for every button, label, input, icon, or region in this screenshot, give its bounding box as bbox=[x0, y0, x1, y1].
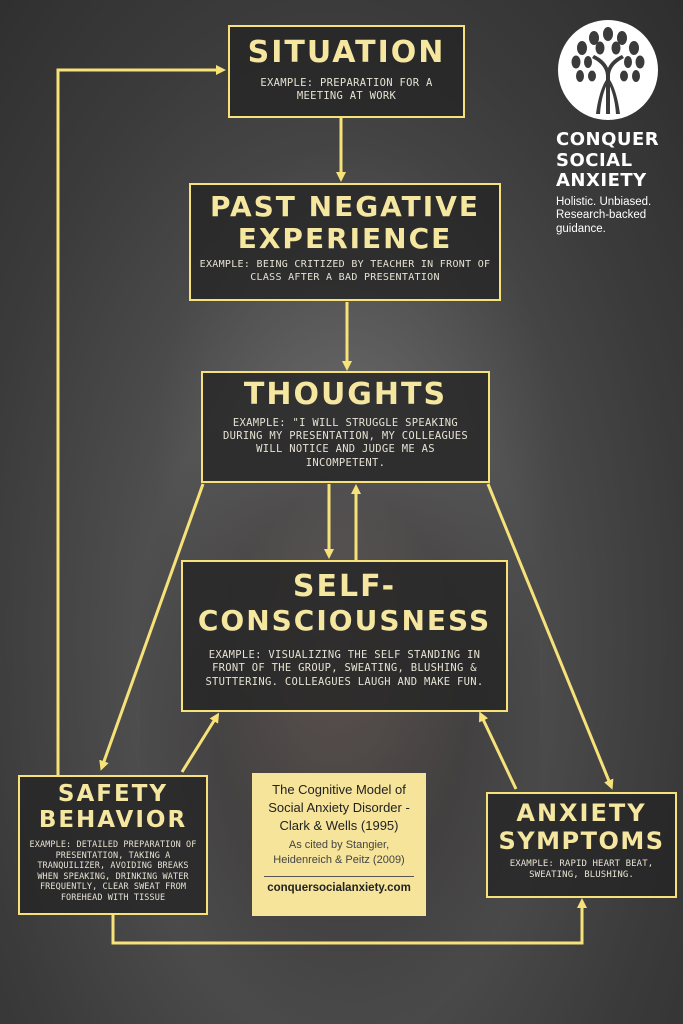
brand-tagline-line3: guidance. bbox=[556, 222, 606, 235]
caption-line2: Social Anxiety Disorder - bbox=[268, 800, 410, 816]
arrow-safety-to-anxiety bbox=[111, 898, 587, 945]
brand-name-line2: SOCIAL bbox=[556, 149, 633, 171]
brand-logo: CONQUER SOCIAL ANXIETY Holistic. Unbiase… bbox=[556, 18, 666, 236]
anxiety-symptoms-example: EXAMPLE: RAPID HEART BEAT, SWEATING, BLU… bbox=[509, 859, 654, 881]
situation-example: EXAMPLE: PREPARATION FOR A MEETING AT WO… bbox=[260, 76, 433, 102]
past-negative-title-line1: PAST NEGATIVE bbox=[210, 190, 480, 223]
anxiety-symptoms-box: ANXIETY SYMPTOMS EXAMPLE: RAPID HEART BE… bbox=[486, 792, 677, 898]
past-negative-experience-box: PAST NEGATIVE EXPERIENCE EXAMPLE: BEING … bbox=[189, 183, 501, 301]
thoughts-box: THOUGHTS EXAMPLE: "I WILL STRUGGLE SPEAK… bbox=[201, 371, 490, 483]
self-consciousness-example: EXAMPLE: VISUALIZING THE SELF STANDING I… bbox=[205, 648, 484, 688]
past-negative-example: EXAMPLE: BEING CRITIZED BY TEACHER IN FR… bbox=[199, 259, 491, 284]
self-consciousness-title-line1: SELF- bbox=[292, 569, 397, 604]
situation-box: SITUATION EXAMPLE: PREPARATION FOR A MEE… bbox=[228, 25, 465, 118]
brand-tagline-line2: Research-backed bbox=[556, 209, 647, 222]
brand-name-line1: CONQUER bbox=[556, 129, 660, 150]
tree-logo-icon bbox=[558, 20, 658, 120]
arrow-anxiety-to-self bbox=[479, 711, 518, 790]
caption-divider bbox=[264, 876, 414, 878]
caption-line1: The Cognitive Model of bbox=[272, 782, 406, 797]
brand-tagline-line1: Holistic. Unbiased. bbox=[556, 196, 652, 209]
caption-note: The Cognitive Model of Social Anxiety Di… bbox=[252, 773, 426, 916]
arrow-thoughts-to-anxiety bbox=[486, 483, 614, 790]
anxiety-symptoms-title-line2: SYMPTOMS bbox=[498, 826, 665, 855]
thoughts-title: THOUGHTS bbox=[243, 377, 448, 412]
caption-cited-line1: As cited by Stangier, bbox=[288, 838, 390, 851]
safety-behavior-title-line1: SAFETY bbox=[57, 781, 169, 807]
self-consciousness-title-line2: CONSCIOUSNESS bbox=[197, 603, 492, 637]
situation-title: SITUATION bbox=[247, 35, 446, 70]
past-negative-title-line2: EXPERIENCE bbox=[237, 222, 453, 256]
safety-behavior-example: EXAMPLE: DETAILED PREPARATION OF PRESENT… bbox=[29, 839, 197, 903]
caption-website-link[interactable]: conquersocialanxiety.com bbox=[267, 882, 411, 895]
thoughts-example: EXAMPLE: "I WILL STRUGGLE SPEAKING DURIN… bbox=[223, 416, 468, 469]
safety-behavior-box: SAFETY BEHAVIOR EXAMPLE: DETAILED PREPAR… bbox=[18, 775, 208, 915]
self-consciousness-box: SELF- CONSCIOUSNESS EXAMPLE: VISUALIZING… bbox=[181, 560, 508, 712]
caption-line3: Clark & Wells (1995) bbox=[279, 818, 399, 834]
background-hands bbox=[140, 430, 540, 1024]
safety-behavior-title-line2: BEHAVIOR bbox=[38, 807, 188, 834]
arrow-safety-to-situation bbox=[56, 65, 226, 776]
arrow-safety-to-self bbox=[180, 712, 220, 773]
caption-cited-line2: Heidenreich & Peitz (2009) bbox=[273, 853, 405, 866]
brand-name-line3: ANXIETY bbox=[556, 170, 647, 192]
anxiety-symptoms-title-line1: ANXIETY bbox=[516, 799, 647, 827]
arrow-thoughts-to-safety bbox=[99, 483, 205, 771]
